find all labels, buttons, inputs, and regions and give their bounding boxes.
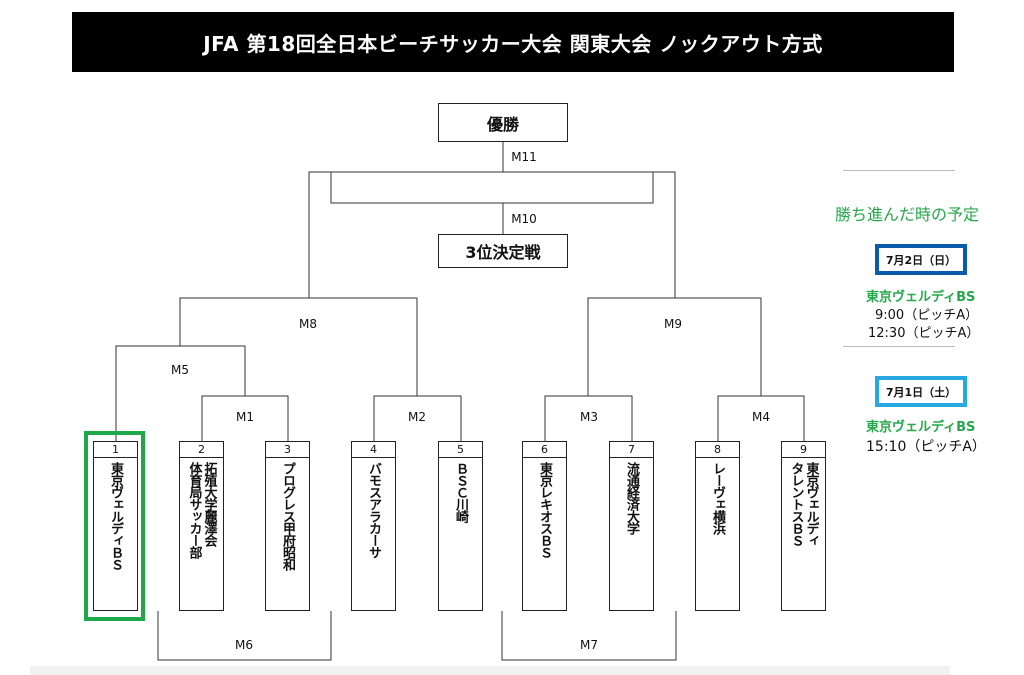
match-label-m1: M1 [236,410,254,424]
team-number: 3 [266,442,309,458]
team-number: 5 [439,442,482,458]
team-box-1: 1 東京ヴェルディＢＳ [93,441,138,611]
team-number: 6 [523,442,566,458]
team-box-6: 6 東京レキオスＢＳ [522,441,567,611]
schedule-team-day2: 東京ヴェルディBS [866,290,976,305]
team-number: 1 [94,442,137,458]
bottom-strip [30,666,950,675]
team-box-5: 5 ＢＳＣ川崎 [438,441,483,611]
team-box-2: 2 拓殖大学麗澤会 体育局サッカー部 [179,441,224,611]
team-name: 東京ヴェルディ タレントスＢＳ [788,462,819,546]
team-box-9: 9 東京ヴェルディ タレントスＢＳ [781,441,826,611]
match-label-m8: M8 [299,317,317,331]
team-number: 8 [696,442,739,458]
champion-box: 優勝 [438,103,568,142]
match-label-m10: M10 [511,212,537,226]
team-name: 東京レキオスＢＳ [537,462,552,558]
title-banner: JFA 第18回全日本ビーチサッカー大会 関東大会 ノックアウト方式 [72,12,954,72]
team-name: 流通経済大学 [624,462,639,534]
team-name: 拓殖大学麗澤会 体育局サッカー部 [186,462,217,558]
team-box-4: 4 バモスアラカーサ [351,441,396,611]
schedule-title: 勝ち進んだ時の予定 [835,205,980,224]
team-box-8: 8 レーヴェ横浜 [695,441,740,611]
schedule-team-day1: 東京ヴェルディBS [866,420,976,435]
third-place-box: 3位決定戦 [438,234,568,268]
team-box-3: 3 プログレス甲府昭和 [265,441,310,611]
page-title: JFA 第18回全日本ビーチサッカー大会 関東大会 ノックアウト方式 [203,31,823,56]
divider [843,170,955,171]
date-badge-day2: 7月2日（日） [875,244,967,275]
match-label-m9: M9 [664,317,682,331]
team-number: 4 [352,442,395,458]
team-name: レーヴェ横浜 [710,462,725,534]
third-place-label: 3位決定戦 [465,243,541,262]
match-label-m5: M5 [171,363,189,377]
date-label-day2: 7月2日（日） [885,253,957,267]
team-box-7: 7 流通経済大学 [609,441,654,611]
schedule-time: 15:10（ピッチA） [866,439,986,455]
match-label-m6: M6 [235,638,253,652]
divider [843,346,955,347]
match-label-m4: M4 [752,410,770,424]
team-name: プログレス甲府昭和 [280,462,295,570]
match-label-m2: M2 [408,410,426,424]
team-number: 7 [610,442,653,458]
schedule-time: 12:30（ピッチA） [868,326,980,341]
highlighted-team-frame [84,431,145,621]
match-label-m11: M11 [511,150,537,164]
date-badge-day1: 7月1日（土） [875,376,967,407]
match-label-m7: M7 [580,638,598,652]
team-number: 2 [180,442,223,458]
team-name: バモスアラカーサ [366,462,381,558]
champion-label: 優勝 [486,114,519,134]
team-number: 9 [782,442,825,458]
schedule-time: 9:00（ピッチA） [875,308,979,323]
match-label-m3: M3 [580,410,598,424]
team-name: 東京ヴェルディＢＳ [108,462,123,570]
team-name: ＢＳＣ川崎 [453,462,468,522]
date-label-day1: 7月1日（土） [885,385,957,399]
